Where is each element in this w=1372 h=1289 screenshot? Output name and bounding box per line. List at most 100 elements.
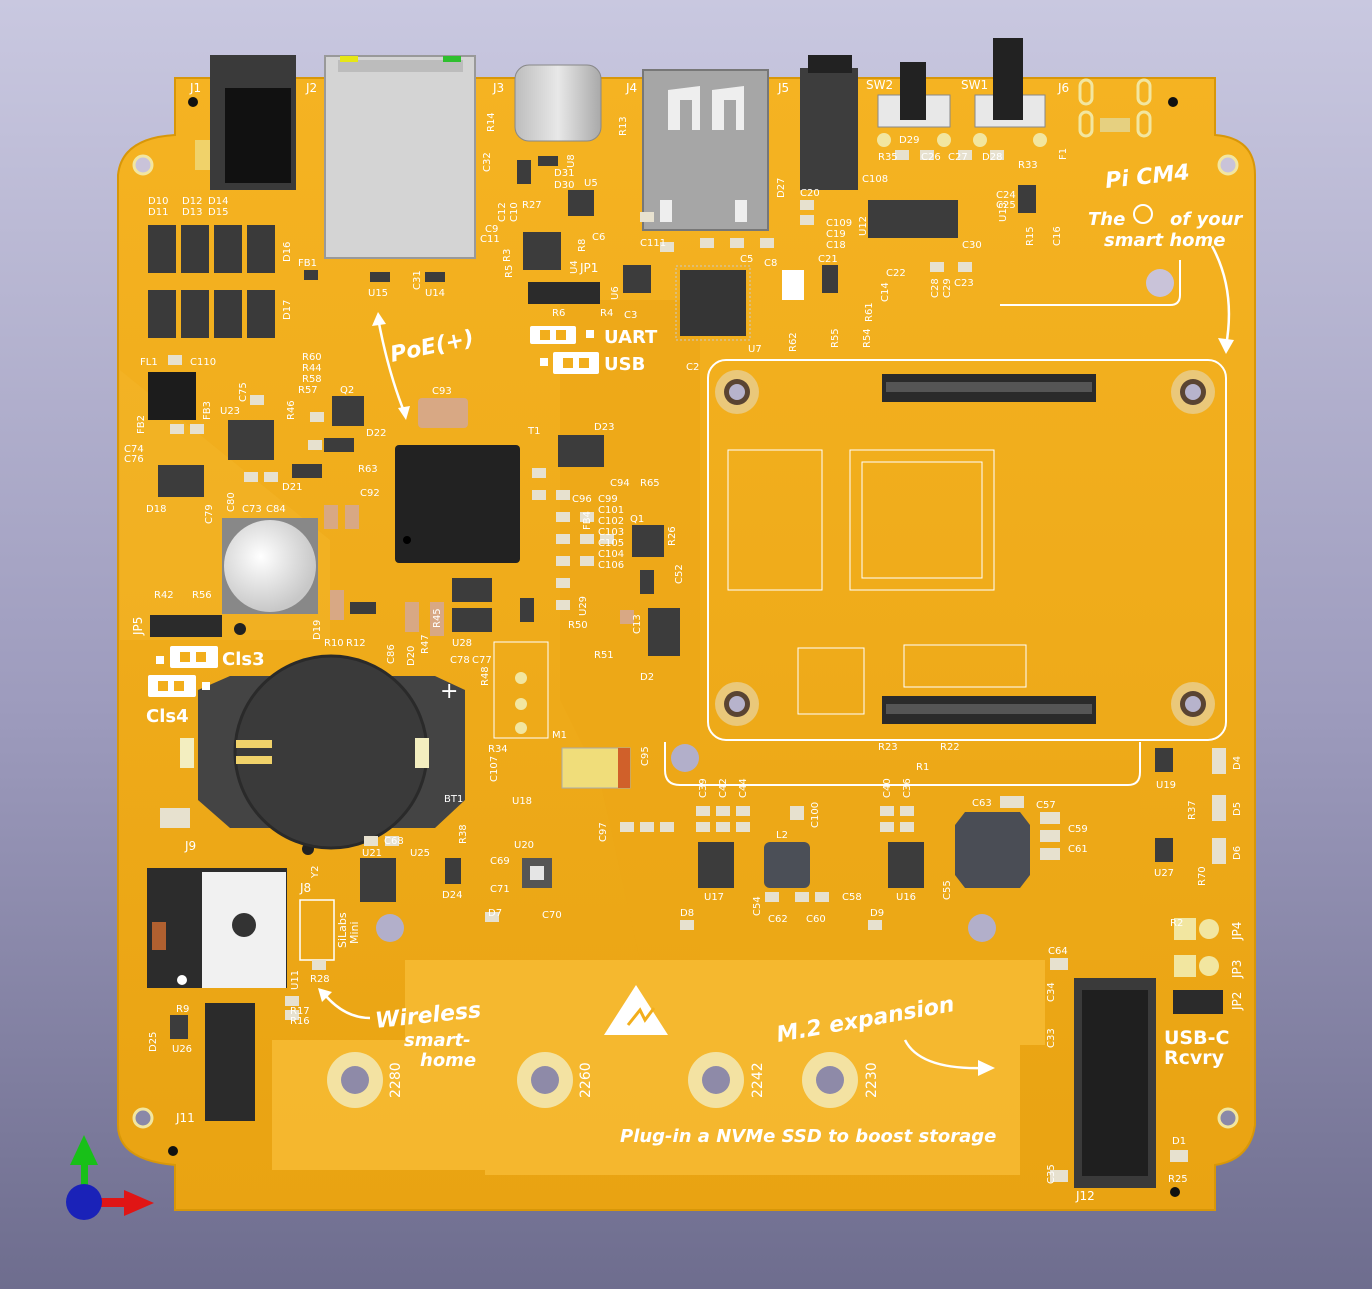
- refdes-jp2: JP2: [1230, 992, 1244, 1011]
- refdes-c71: C71: [490, 884, 510, 895]
- refdes-c75: C75: [238, 382, 249, 402]
- refdes-c101: C101: [598, 505, 624, 516]
- j4-usb-a: [642, 69, 769, 231]
- cm4-mounting-holes: [715, 370, 1215, 726]
- refdes-d25: D25: [148, 1032, 159, 1052]
- refdes-r57: R57: [298, 385, 318, 396]
- j1-dc-jack: [195, 55, 296, 190]
- refdes-u20: U20: [514, 840, 534, 851]
- refdes-c9: C9: [485, 224, 498, 235]
- refdes-r61: R61: [864, 302, 875, 322]
- refdes-u29: U29: [578, 596, 589, 616]
- refdes-d24: D24: [442, 890, 462, 901]
- refdes-d9: D9: [870, 908, 884, 919]
- refdes-d6: D6: [1232, 846, 1243, 860]
- refdes-r25: R25: [1168, 1174, 1188, 1185]
- refdes-d28: D28: [982, 152, 1002, 163]
- j2-ethernet-jack: [324, 55, 476, 259]
- brain-icon: [1133, 204, 1153, 224]
- refdes-c27: C27: [948, 152, 968, 163]
- refdes-j4: J4: [625, 81, 637, 95]
- refdes-c33: C33: [1046, 1028, 1057, 1048]
- refdes-c29: C29: [942, 278, 953, 298]
- refdes-u18: U18: [512, 796, 532, 807]
- refdes-c34: C34: [1046, 982, 1057, 1002]
- jp5-jumper: [150, 615, 222, 637]
- m2-size-2242: 2242: [750, 1062, 766, 1098]
- refdes-t1: T1: [527, 426, 540, 437]
- cls3-label: Cls3: [222, 649, 265, 670]
- refdes-r9: R9: [176, 1004, 189, 1015]
- refdes-u15: U15: [368, 288, 388, 299]
- refdes-r35: R35: [878, 152, 898, 163]
- refdes-c8: C8: [764, 258, 777, 269]
- refdes-r23: R23: [878, 742, 898, 753]
- refdes-r6: R6: [552, 308, 565, 319]
- refdes-c105: C105: [598, 538, 624, 549]
- refdes-c69: C69: [490, 856, 510, 867]
- refdes-j3: J3: [492, 81, 504, 95]
- refdes-r27: R27: [522, 200, 542, 211]
- cm4-module: [664, 260, 1227, 786]
- refdes-fb1: FB1: [298, 258, 317, 269]
- refdes-u23: U23: [220, 406, 240, 417]
- refdes-q1: Q1: [630, 514, 644, 525]
- refdes-d27: D27: [776, 178, 787, 198]
- refdes-c61: C61: [1068, 844, 1088, 855]
- refdes-r22: R22: [940, 742, 960, 753]
- refdes-r5: R5: [504, 265, 515, 278]
- jp3-jp4-pads: [1174, 918, 1219, 977]
- refdes-c21: C21: [818, 254, 838, 265]
- refdes-c93: C93: [432, 386, 452, 397]
- refdes-u12: U12: [858, 216, 869, 236]
- refdes-r12: R12: [346, 638, 366, 649]
- refdes-u17: U17: [704, 892, 724, 903]
- tagline-2: of your: [1170, 209, 1243, 230]
- refdes-d4: D4: [1232, 756, 1243, 770]
- refdes-r45: R45: [432, 608, 443, 628]
- refdes-r16: R16: [290, 1016, 310, 1027]
- refdes-c77: C77: [472, 655, 492, 666]
- refdes-r56: R56: [192, 590, 212, 601]
- refdes-c13: C13: [632, 614, 643, 634]
- wireless-label-2: smart-: [404, 1030, 471, 1051]
- refdes-u11: U11: [290, 970, 301, 990]
- refdes-c26: C26: [921, 152, 941, 163]
- refdes-d15: D15: [208, 207, 228, 218]
- refdes-c84: C84: [266, 504, 286, 515]
- refdes-u27: U27: [1154, 868, 1174, 879]
- silabs-module: [147, 868, 287, 988]
- refdes-c55: C55: [942, 880, 953, 900]
- refdes-r62: R62: [788, 332, 799, 352]
- refdes-j2: J2: [305, 81, 317, 95]
- refdes-c102: C102: [598, 516, 624, 527]
- z-axis-sphere-icon: [66, 1184, 102, 1220]
- m2-expansion-area: [272, 960, 1045, 1175]
- refdes-c57: C57: [1036, 800, 1056, 811]
- refdes-c22: C22: [886, 268, 906, 279]
- refdes-r2: R2: [1170, 918, 1183, 929]
- j6-usb-pads: [1078, 78, 1152, 138]
- refdes-j12: J12: [1075, 1189, 1095, 1203]
- axes-gizmo[interactable]: [66, 1135, 154, 1220]
- refdes-d2: D2: [640, 672, 654, 683]
- refdes-c40: C40: [882, 778, 893, 798]
- refdes-q2: Q2: [340, 385, 354, 396]
- j12-m2-connector: [1074, 978, 1156, 1188]
- refdes-r1: R1: [916, 762, 929, 773]
- refdes-r28: R28: [310, 974, 330, 985]
- refdes-c10: C10: [509, 202, 520, 222]
- m1-buzzer-pads: [493, 641, 549, 739]
- refdes-u26: U26: [172, 1044, 192, 1055]
- refdes-jp5: JP5: [131, 617, 145, 636]
- refdes-c109: C109: [826, 218, 852, 229]
- refdes-u14: U14: [425, 288, 445, 299]
- refdes-c12: C12: [497, 202, 508, 222]
- refdes-c108: C108: [862, 174, 888, 185]
- refdes-c6: C6: [592, 232, 605, 243]
- silkscreen-refdes: J1 J2 J3 J4 J5 SW2 SW1 J6 J9 J8 J11 J12 …: [131, 78, 1244, 1203]
- refdes-c25: C25: [996, 200, 1016, 211]
- refdes-y2: Y2: [310, 866, 321, 879]
